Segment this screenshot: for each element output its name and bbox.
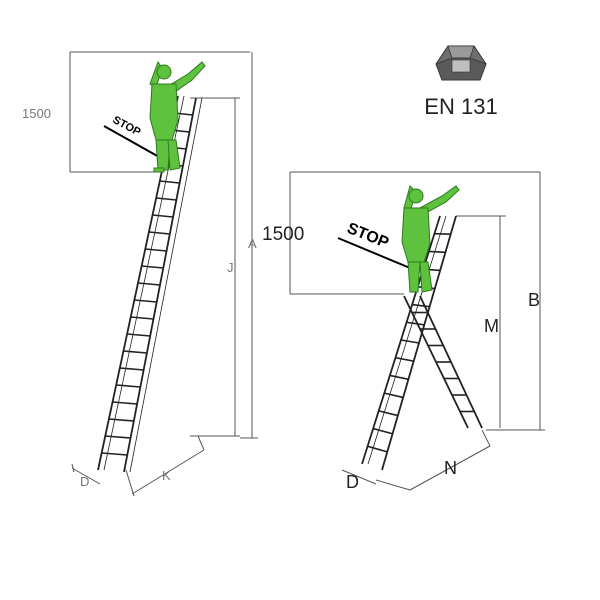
ladder-rung (156, 197, 177, 201)
ladder-rung (137, 282, 161, 286)
right-dim-M: M (484, 316, 499, 336)
ladder-rung (116, 384, 141, 388)
left-height-label: 1500 (22, 106, 51, 121)
ladder-rung (395, 356, 414, 362)
right-support-rungs (412, 311, 475, 413)
ladder-rung (119, 367, 144, 371)
ladder-rung (428, 250, 446, 254)
right-dimension-lines (289, 171, 545, 491)
ladder-rung (152, 214, 174, 218)
ladder-rung (134, 299, 157, 303)
ladder-rung (130, 316, 154, 320)
ladder-rung (372, 427, 393, 435)
left-stop-label: STOP (111, 114, 143, 139)
ladder-rung (112, 401, 138, 405)
ladder-rung (389, 374, 409, 381)
right-dim-B: B (528, 290, 540, 310)
ladder-rung (378, 410, 399, 417)
ladder-rung (145, 248, 167, 252)
right-stop-line (337, 237, 411, 269)
ladder-rung (384, 392, 404, 399)
ladder-rung (412, 303, 430, 308)
right-dim-D: D (346, 472, 359, 492)
ladder-rung (406, 321, 425, 326)
ladder-rung (141, 265, 164, 269)
ladder-rung (108, 418, 134, 422)
standard-label: EN 131 (424, 94, 497, 119)
ladder-rung (101, 452, 128, 456)
ladder-rung (367, 445, 388, 453)
ladder-rung (400, 339, 420, 344)
right-stop-label: STOP (345, 220, 392, 252)
left-dimension-lines (69, 51, 258, 497)
ladder-rung (105, 435, 131, 439)
left-dim-D: D (80, 474, 89, 489)
right-person-figure (401, 185, 460, 293)
right-dim-N: N (444, 458, 457, 478)
ladder-rung (127, 333, 151, 337)
left-person-figure (149, 60, 206, 173)
left-dim-K: K (162, 468, 171, 483)
right-height-label: 1500 (262, 224, 304, 245)
left-dim-J: J (227, 260, 234, 275)
ladder-rung (123, 350, 147, 354)
left-dim-A: A (248, 236, 257, 251)
ladder-rung (159, 180, 180, 184)
ladder-rung (148, 231, 170, 235)
en131-block-icon (435, 45, 487, 81)
